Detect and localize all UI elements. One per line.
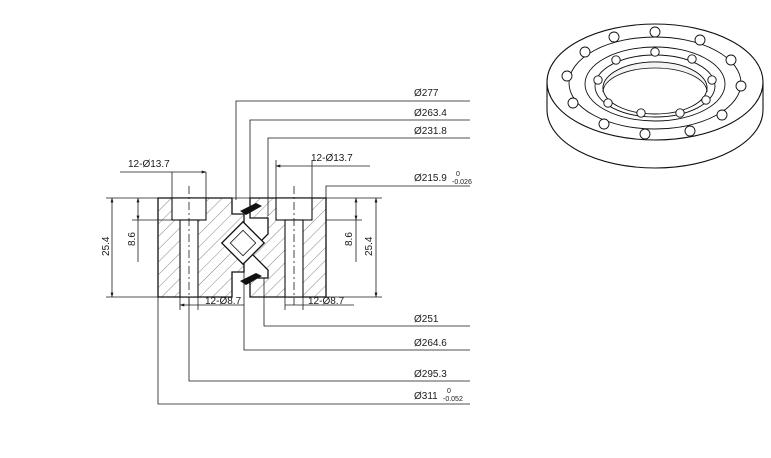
inner-bore xyxy=(602,61,708,93)
dim-height-left: 25.4 xyxy=(101,236,112,256)
outer-ring-holes xyxy=(561,26,747,140)
cross-roller-inner xyxy=(229,229,257,257)
dim-d264-6: Ø264.6 xyxy=(414,338,447,349)
dim-d215-9: Ø215.9 xyxy=(414,173,447,184)
dim-d311-tol-lower: -0.052 xyxy=(443,396,463,403)
dimension-labels: Ø277 Ø263.4 Ø231.8 12-Ø13.7 12-Ø13.7 Ø21… xyxy=(101,88,472,403)
dim-holes-right-thru: 12-Ø8.7 xyxy=(308,296,345,307)
dim-d277: Ø277 xyxy=(414,88,439,99)
dim-holes-left-cb: 12-Ø13.7 xyxy=(128,159,170,170)
cross-roller xyxy=(220,220,266,266)
dim-d311-tol-upper: 0 xyxy=(447,388,451,395)
dim-d263-4: Ø263.4 xyxy=(414,108,447,119)
dim-cb-depth-right: 8.6 xyxy=(344,232,355,246)
inner-ring-holes xyxy=(593,47,717,118)
dim-d295-3: Ø295.3 xyxy=(414,369,447,380)
dim-height-right: 25.4 xyxy=(364,236,375,256)
dim-holes-left-thru: 12-Ø8.7 xyxy=(205,296,242,307)
dim-d311: Ø311 xyxy=(414,391,438,402)
dimension-lines xyxy=(106,100,470,405)
cross-section xyxy=(157,186,327,305)
dim-d251: Ø251 xyxy=(414,314,439,325)
upper-seal xyxy=(240,203,262,215)
dim-cb-depth-left: 8.6 xyxy=(127,232,138,246)
dim-holes-right-cb: 12-Ø13.7 xyxy=(311,153,353,164)
lower-seal xyxy=(240,273,262,285)
dim-d215-9-tol-lower: -0.026 xyxy=(452,179,472,186)
bearing-3d-view xyxy=(546,23,764,169)
dim-d231-8: Ø231.8 xyxy=(414,126,447,137)
dim-d215-9-tol-upper: 0 xyxy=(456,171,460,178)
